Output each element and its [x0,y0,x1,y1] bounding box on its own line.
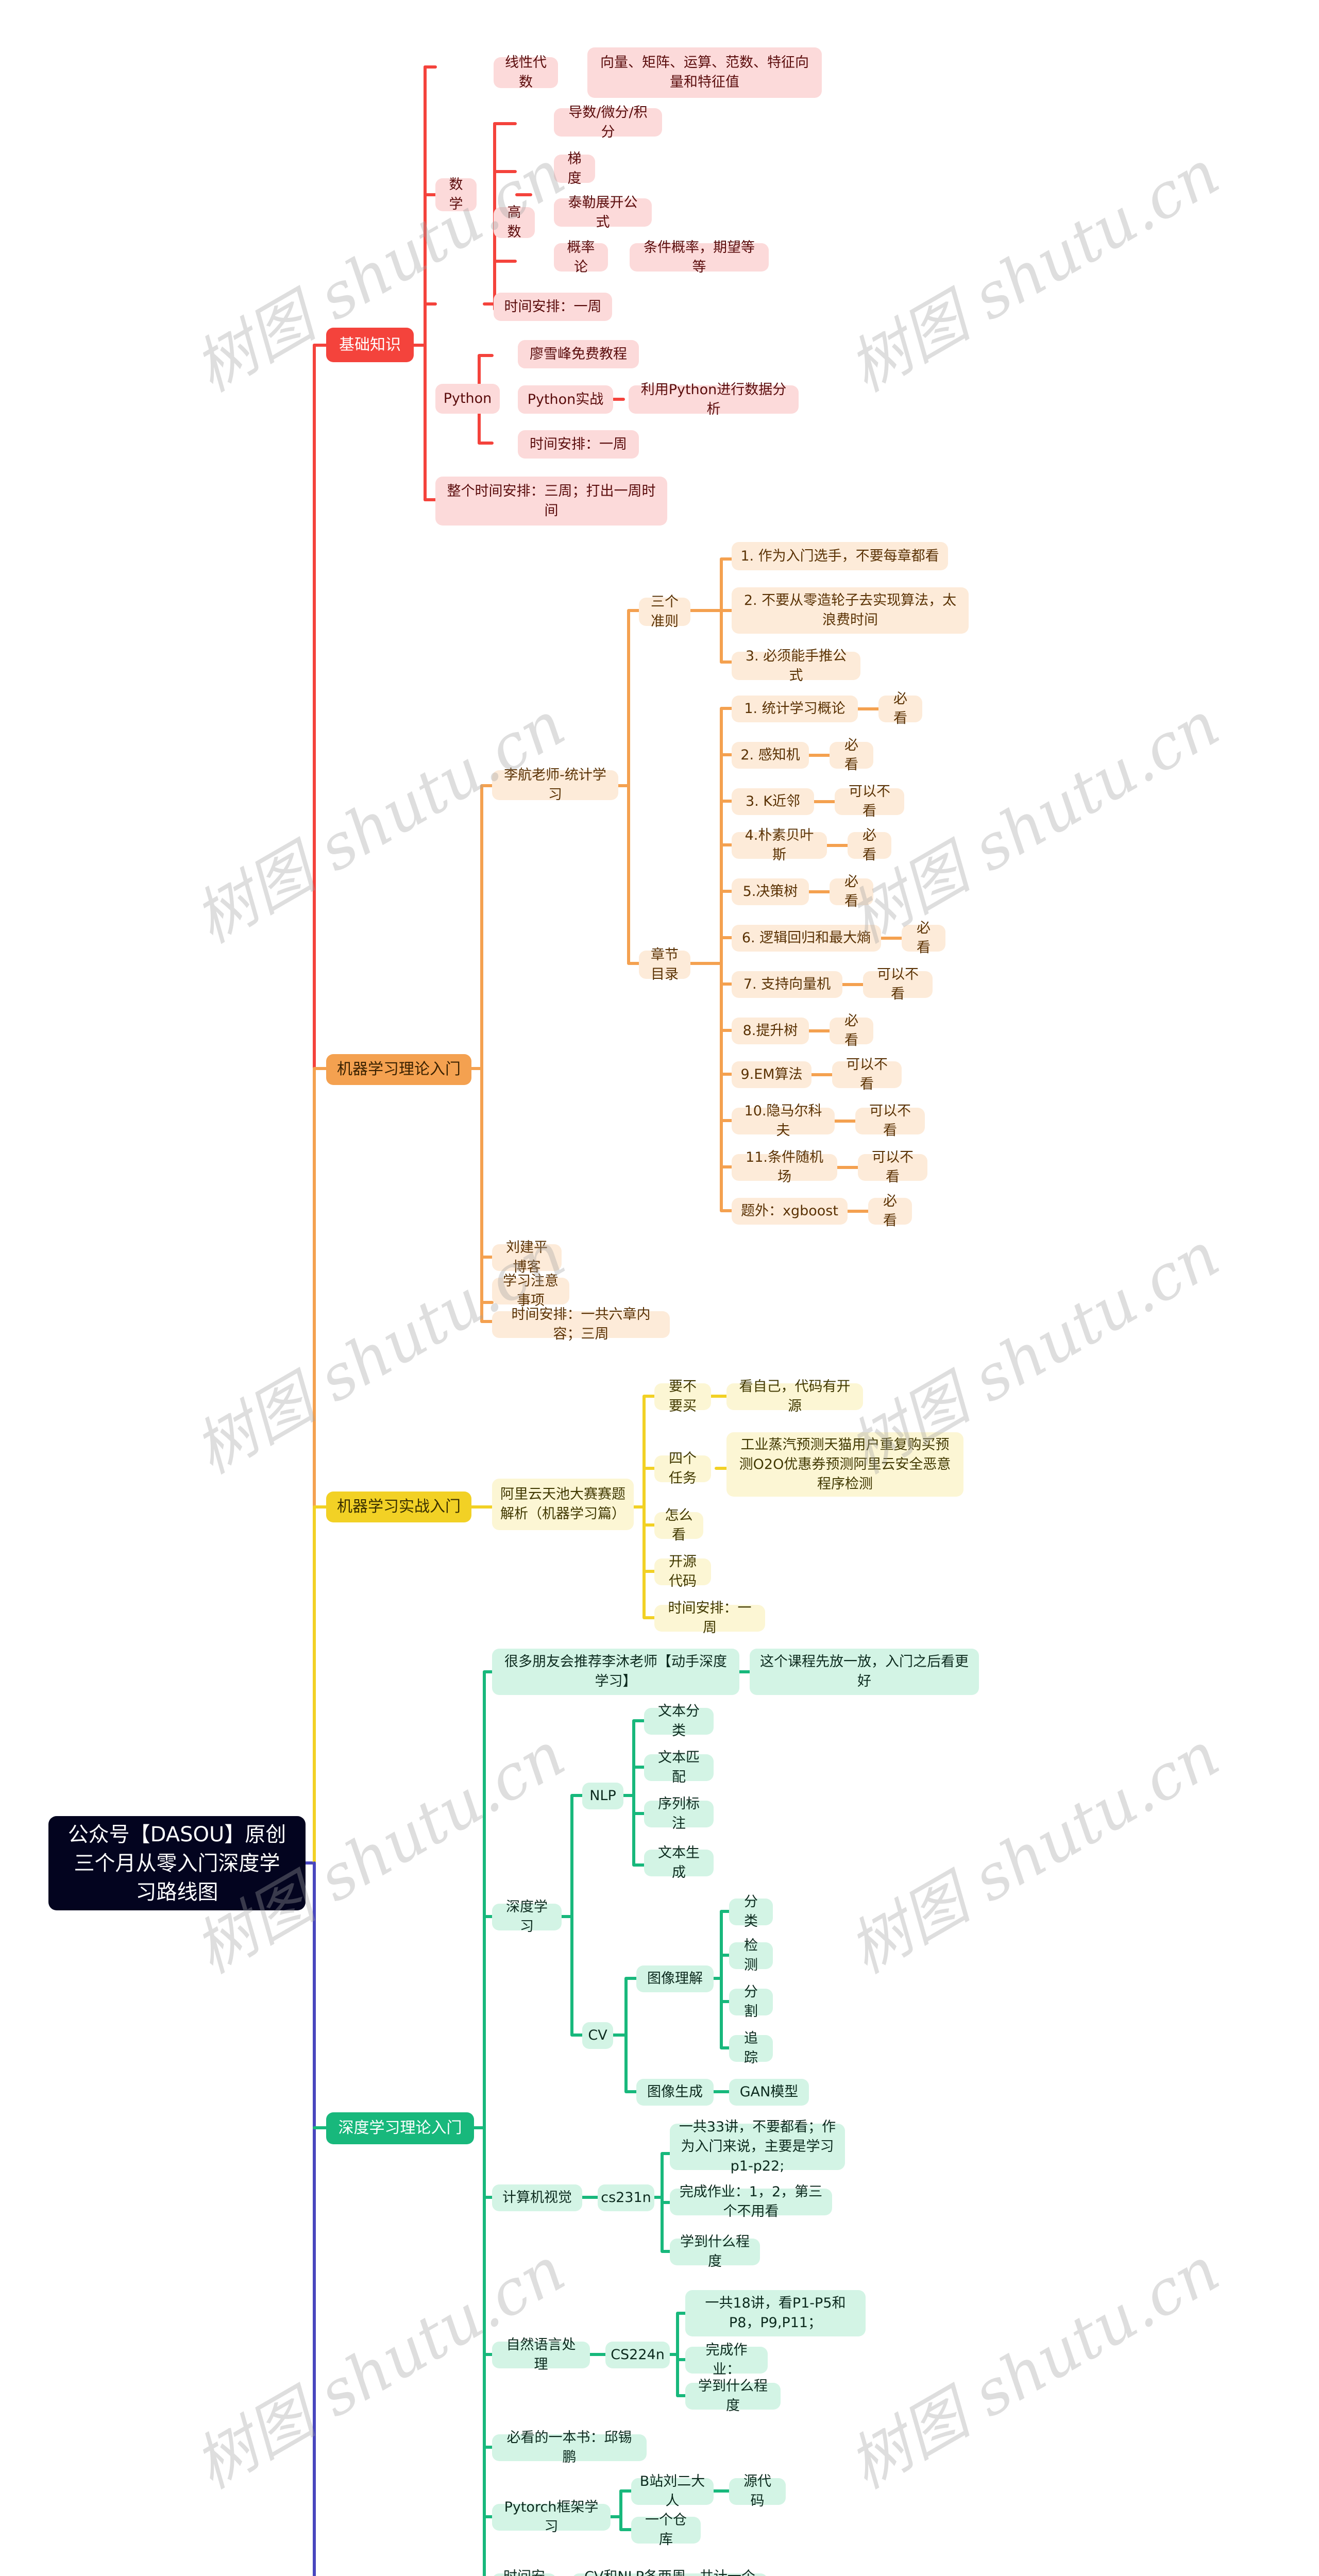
cs231n-item[interactable]: 完成作业：1，2，第三个不用看 [670,2184,832,2219]
node-open-source[interactable]: 开源代码 [654,1554,711,1589]
chapter-item[interactable]: 4.朴素贝叶斯 [732,827,827,863]
node-pytorch[interactable]: Pytorch框架学习 [492,2499,611,2535]
node-cs224n[interactable]: CS224n [605,2342,670,2368]
node-liu-blog[interactable]: 刘建平博客 [492,1240,562,1275]
cs224n-item[interactable]: 学到什么程度 [685,2378,781,2414]
node-calculus[interactable]: 高数 [494,205,535,240]
cs224n-item[interactable]: 完成作业： [685,2342,768,2378]
cs231n-item[interactable]: 学到什么程度 [670,2234,760,2269]
chapter-item[interactable]: 10.隐马尔科夫 [732,1103,835,1139]
node-linear-algebra[interactable]: 线性代数 [494,55,558,90]
node-repo[interactable]: 一个仓库 [631,2512,701,2548]
node-python-schedule[interactable]: 时间安排：一周 [518,430,639,459]
node-book[interactable]: 必看的一本书：邱锡鹏 [492,2430,647,2465]
node-chapters[interactable]: 章节目录 [639,947,690,982]
principle-item[interactable]: 2. 不要从零造轮子去实现算法，太浪费时间 [732,587,969,634]
node-tasks[interactable]: 四个任务 [654,1451,711,1486]
nlp-item[interactable]: 文本匹配 [644,1750,714,1785]
chapter-item[interactable]: 1. 统计学习概论 [732,696,858,722]
node-probability[interactable]: 概率论 [554,240,608,275]
chapter-item[interactable]: 7. 支持向量机 [732,971,842,998]
node-bilibili[interactable]: B站刘二大人 [631,2473,714,2509]
node-linear-algebra-detail[interactable]: 向量、矩阵、运算、范数、特征向量和特征值 [587,47,822,98]
node-calculus-item[interactable]: 导数/微分/积分 [554,105,662,140]
node-lihang[interactable]: 李航老师-统计学习 [492,767,618,803]
image-understanding-item[interactable]: 分类 [729,1894,773,1929]
node-buy[interactable]: 要不要买 [654,1379,711,1414]
node-limu[interactable]: 很多朋友会推荐李沐老师【动手深度学习】 [492,1649,739,1695]
chapter-note[interactable]: 可以不看 [863,967,933,1002]
node-image-generation[interactable]: 图像生成 [636,2079,714,2106]
chapter-item[interactable]: 5.决策树 [732,878,809,905]
node-limu-detail[interactable]: 这个课程先放一放，入门之后看更好 [750,1649,979,1695]
node-aliyun[interactable]: 阿里云天池大赛赛题解析（机器学习篇） [492,1479,634,1530]
cs231n-item[interactable]: 一共33讲，不要都看；作为入门来说，主要是学习p1-p22; [670,2119,845,2174]
principle-item[interactable]: 1. 作为入门选手，不要每章都看 [732,542,948,570]
node-python-tutorial[interactable]: 廖雪峰免费教程 [518,340,639,368]
chapter-note[interactable]: 可以不看 [855,1103,925,1139]
branch-ml-practice[interactable]: 机器学习实战入门 [326,1492,471,1522]
node-image-understanding[interactable]: 图像理解 [636,1965,714,1992]
chapter-note[interactable]: 必看 [878,691,922,726]
node-python-practice[interactable]: Python实战 [518,385,613,414]
node-total-schedule[interactable]: 整个时间安排：三周；打出一周时间 [435,477,667,526]
chapter-item[interactable]: 题外：xgboost [732,1198,848,1225]
chapter-note[interactable]: 可以不看 [858,1149,927,1185]
chapter-note[interactable]: 必看 [868,1193,912,1229]
root-node[interactable]: 公众号【DASOU】原创三个月从零入门深度学习路线图 [48,1816,306,1910]
node-python[interactable]: Python [435,384,500,414]
branch-ml-theory[interactable]: 机器学习理论入门 [326,1054,471,1085]
chapter-note[interactable]: 必看 [830,737,873,773]
node-cs231n[interactable]: cs231n [598,2184,654,2211]
node-python-practice-detail[interactable]: 利用Python进行数据分析 [629,382,799,417]
cs224n-item[interactable]: 一共18讲，看P1-P5和P8，P9,P11； [685,2290,866,2336]
node-tasks-detail[interactable]: 工业蒸汽预测天猫用户重复购买预测O2O优惠券预测阿里云安全恶意程序检测 [726,1432,963,1497]
chapter-item[interactable]: 9.EM算法 [732,1061,811,1088]
node-probability-detail[interactable]: 条件概率，期望等等 [630,240,769,275]
image-understanding-item[interactable]: 检测 [729,1938,773,1973]
chapter-note[interactable]: 可以不看 [832,1057,902,1092]
node-cv-course[interactable]: 计算机视觉 [492,2184,582,2211]
node-principles[interactable]: 三个准则 [639,594,690,630]
node-math-schedule[interactable]: 时间安排：一周 [494,293,612,321]
node-cv[interactable]: CV [582,2022,613,2049]
node-calculus-item[interactable]: 泰勒展开公式 [554,195,652,230]
node-dl-schedule-detail[interactable]: CV和NLP各两周，共计一个月 [572,2569,768,2576]
chapter-note[interactable]: 必看 [830,874,873,909]
node-nlp[interactable]: NLP [582,1783,623,1809]
node-how-to-read[interactable]: 怎么看 [654,1507,703,1543]
chapter-item[interactable]: 11.条件随机场 [732,1149,837,1185]
chapter-item[interactable]: 6. 逻辑回归和最大熵 [732,925,881,952]
node-deep-learning[interactable]: 深度学习 [492,1899,562,1935]
principle-item[interactable]: 3. 必须能手推公式 [732,648,860,684]
node-nlp-course[interactable]: 自然语言处理 [492,2337,590,2372]
chapter-item[interactable]: 8.提升树 [732,1018,809,1044]
node-practice-schedule[interactable]: 时间安排：一周 [654,1600,765,1636]
nlp-item[interactable]: 序列标注 [644,1796,714,1832]
chapter-note[interactable]: 必看 [902,920,945,956]
node-gan[interactable]: GAN模型 [729,2079,809,2106]
chapter-item[interactable]: 2. 感知机 [732,742,809,769]
node-study-notes[interactable]: 学习注意事项 [492,1273,569,1309]
node-source-code[interactable]: 源代码 [729,2473,786,2509]
nlp-item[interactable]: 文本生成 [644,1845,714,1880]
image-understanding-item[interactable]: 分割 [729,1984,773,2020]
chapter-item[interactable]: 3. K近邻 [732,788,814,815]
node-ml-schedule[interactable]: 时间安排：一共六章内容；三周 [492,1307,670,1342]
node-math[interactable]: 数学 [435,177,477,212]
nlp-item[interactable]: 文本分类 [644,1703,714,1739]
chapter-note[interactable]: 必看 [830,1013,873,1048]
node-calculus-item[interactable]: 梯度 [554,151,595,187]
chapter-note[interactable]: 可以不看 [835,784,904,819]
branch-dl-theory[interactable]: 深度学习理论入门 [326,2112,474,2144]
chapter-note[interactable]: 必看 [848,827,891,863]
node-dl-schedule[interactable]: 时间安排 [492,2569,556,2576]
node-buy-detail[interactable]: 看自己，代码有开源 [726,1379,863,1414]
image-understanding-item[interactable]: 追踪 [729,2030,773,2066]
branch-basics[interactable]: 基础知识 [326,328,414,362]
